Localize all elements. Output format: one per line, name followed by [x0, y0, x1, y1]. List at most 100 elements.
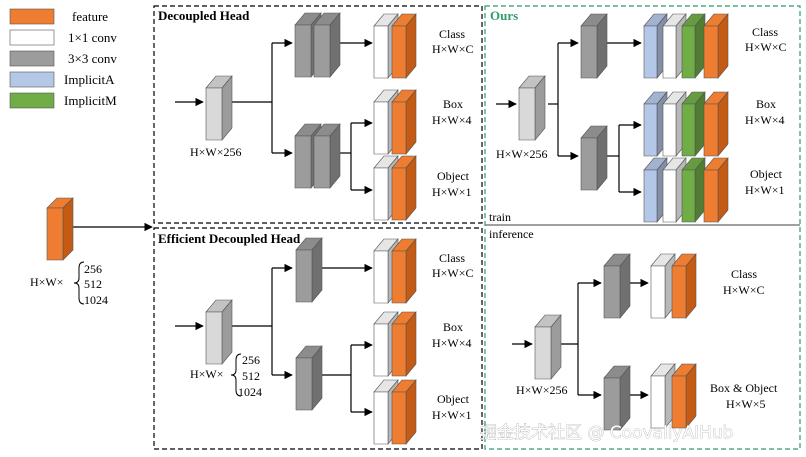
block-face [46, 207, 64, 261]
efficient-input-dim-prefix: H×W× [190, 367, 224, 381]
block-face [205, 87, 223, 141]
ours-inf-feature-boxobj [671, 363, 697, 429]
ours-feature-obj [703, 157, 729, 223]
efficient-class-label: Class [439, 251, 465, 265]
efficient-feature-class [391, 238, 417, 304]
block-face [373, 250, 389, 304]
efficient-conv3-class [295, 237, 323, 303]
connectors [72, 38, 649, 417]
ours-inf-class-dim: H×W×C [723, 283, 765, 297]
efficient-input-block [205, 299, 233, 365]
ours-inf-conv3-class [603, 253, 631, 319]
layer-blocks [46, 12, 729, 445]
legend: feature 1×1 conv 3×3 conv ImplicitA Impl… [9, 8, 117, 109]
efficient-box-dim: H×W×4 [432, 336, 472, 350]
ours-inf-conv1-boxobj [650, 363, 676, 429]
ours-implicit-m-box [681, 91, 706, 157]
block-face [205, 311, 223, 365]
block-face [650, 375, 666, 429]
block-face [650, 265, 666, 319]
block-face [295, 357, 313, 411]
block-face [373, 323, 389, 377]
legend-swatch-conv3 [9, 50, 55, 67]
ours-class-dim: H×W×C [745, 40, 787, 54]
legend-label-implicit-a: ImplicitA [64, 72, 115, 87]
ours-box-dim: H×W×4 [745, 113, 785, 127]
block-face [391, 167, 407, 221]
ours-inf-boxobj-label: Box & Object [710, 381, 778, 395]
block-face [603, 377, 621, 431]
ours-implicit-m-obj [681, 157, 706, 223]
block-face [662, 103, 677, 157]
decoupled-conv3-reg-2 [313, 123, 341, 189]
input-channel-256: 256 [84, 262, 102, 276]
block-face [703, 25, 719, 79]
legend-swatch-feature [9, 8, 55, 25]
block-face [643, 169, 658, 223]
train-label: train [489, 210, 511, 224]
block-face [391, 101, 407, 155]
ours-obj-dim: H×W×1 [745, 183, 785, 197]
legend-swatch-implicit-m [9, 92, 55, 109]
input-channel-1024: 1024 [84, 293, 108, 307]
ours-inf-input-dim: H×W×256 [516, 383, 568, 397]
ours-inf-input-block [534, 314, 562, 380]
block-face [603, 265, 621, 319]
block-face [391, 25, 407, 79]
block-face [643, 25, 658, 79]
block-face [373, 25, 389, 79]
ours-class-label: Class [752, 25, 778, 39]
decoupled-obj-label: Object [437, 169, 470, 183]
block-face [681, 25, 696, 79]
input-feature-block [46, 197, 74, 261]
ours-train-input-block [518, 75, 546, 141]
ours-title: Ours [490, 8, 518, 23]
block-face [373, 101, 389, 155]
block-face [671, 265, 687, 319]
block-face [295, 249, 313, 303]
efficient-head-panel [153, 227, 483, 450]
decoupled-input-block [205, 75, 233, 141]
decoupled-feature-class [391, 13, 417, 79]
decoupled-class-dim: H×W×C [432, 42, 474, 56]
ours-panel [484, 5, 801, 450]
block-face [643, 103, 658, 157]
block-face [313, 135, 331, 189]
legend-swatch-conv1 [9, 29, 55, 46]
block-face [534, 326, 552, 380]
ours-inf-conv3-boxobj [603, 365, 631, 431]
block-face [373, 391, 389, 445]
legend-label-implicit-m: ImplicitM [64, 93, 117, 108]
input-channel-brace [73, 261, 85, 305]
decoupled-input-dim: H×W×256 [190, 145, 242, 159]
efficient-obj-dim: H×W×1 [432, 408, 472, 422]
watermark: 掘金技术社区 @ CoovallyAIHub [480, 423, 733, 443]
ours-inf-conv1-class [650, 253, 676, 319]
ours-conv3-reg [580, 125, 608, 191]
ours-feature-class [703, 13, 729, 79]
decoupled-head-title: Decoupled Head [158, 8, 250, 23]
block-face [391, 391, 407, 445]
decoupled-obj-dim: H×W×1 [432, 185, 472, 199]
efficient-channel-256: 256 [242, 353, 260, 367]
decoupled-feature-box [391, 89, 417, 155]
block-face [580, 25, 598, 79]
block-face [662, 169, 677, 223]
efficient-head-title: Efficient Decoupled Head [158, 231, 301, 246]
block-face [681, 169, 696, 223]
decoupled-class-label: Class [439, 27, 465, 41]
block-face [294, 135, 312, 189]
ours-obj-label: Object [750, 167, 783, 181]
block-face [313, 24, 331, 78]
efficient-obj-label: Object [437, 392, 470, 406]
ours-inf-feature-class [671, 253, 697, 319]
efficient-class-dim: H×W×C [432, 266, 474, 280]
efficient-feature-box [391, 311, 417, 377]
legend-label-conv1: 1×1 conv [68, 30, 117, 45]
efficient-channel-1024: 1024 [238, 385, 262, 399]
block-face [580, 137, 598, 191]
block-face [373, 167, 389, 221]
decoupled-head-panel [153, 5, 483, 224]
